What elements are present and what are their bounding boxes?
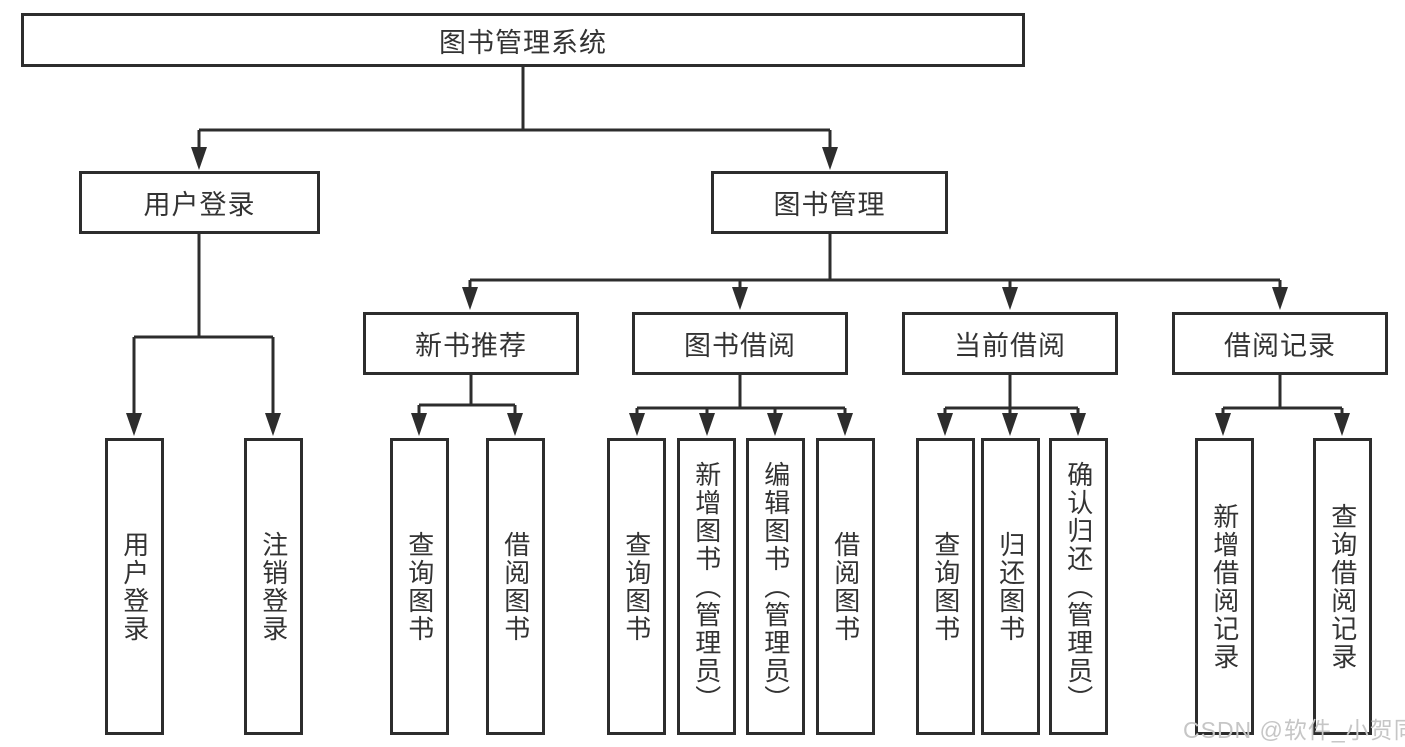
leaf-add-book-admin: 新增图书（管理员） [677, 438, 736, 735]
leaf-label: 查询图书 [404, 530, 435, 643]
leaf-label: 新增图书（管理员） [691, 460, 722, 713]
leaf-query-borrow-record: 查询借阅记录 [1313, 438, 1372, 735]
node-current-borrow: 当前借阅 [902, 312, 1118, 375]
leaf-label: 归还图书 [995, 530, 1026, 643]
leaf-user-login: 用户登录 [105, 438, 164, 735]
leaf-label: 编辑图书（管理员） [760, 460, 791, 713]
leaf-edit-book-admin: 编辑图书（管理员） [746, 438, 805, 735]
leaf-confirm-return-admin: 确认归还（管理员） [1049, 438, 1108, 735]
node-new-book-recommend: 新书推荐 [363, 312, 579, 375]
node-user-login: 用户登录 [79, 171, 320, 234]
leaf-label: 用户登录 [119, 530, 150, 643]
leaf-query-books-borrow: 查询图书 [607, 438, 666, 735]
leaf-label: 借阅图书 [500, 530, 531, 643]
csdn-watermark: CSDN @软件_小贺同学 [1183, 717, 1405, 743]
leaf-label: 查询图书 [930, 530, 961, 643]
leaf-label: 查询借阅记录 [1327, 502, 1358, 671]
node-book-borrow: 图书借阅 [632, 312, 848, 375]
leaf-query-books-current: 查询图书 [916, 438, 975, 735]
leaf-label: 新增借阅记录 [1209, 502, 1240, 671]
leaf-add-borrow-record: 新增借阅记录 [1195, 438, 1254, 735]
node-book-management: 图书管理 [711, 171, 948, 234]
leaf-borrow-books-borrow: 借阅图书 [816, 438, 875, 735]
node-borrow-records: 借阅记录 [1172, 312, 1388, 375]
leaf-label: 查询图书 [621, 530, 652, 643]
leaf-query-books-recommend: 查询图书 [390, 438, 449, 735]
leaf-label: 借阅图书 [830, 530, 861, 643]
leaf-return-book: 归还图书 [981, 438, 1040, 735]
leaf-logout: 注销登录 [244, 438, 303, 735]
node-root: 图书管理系统 [21, 13, 1025, 67]
leaf-label: 注销登录 [258, 530, 289, 643]
leaf-label: 确认归还（管理员） [1063, 460, 1094, 713]
leaf-borrow-books-recommend: 借阅图书 [486, 438, 545, 735]
